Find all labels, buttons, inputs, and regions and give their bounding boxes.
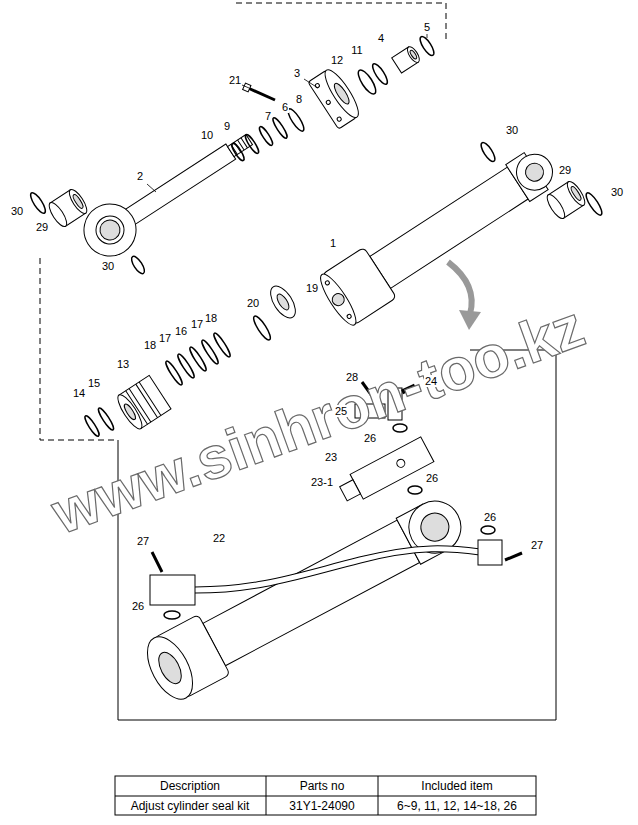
callout-number: 5 bbox=[423, 21, 431, 33]
direction-arrow bbox=[448, 262, 481, 330]
table-cell: 31Y1-24090 bbox=[289, 799, 354, 813]
callout-number: 30 bbox=[101, 260, 115, 272]
callout-number: 19 bbox=[305, 282, 319, 294]
callout-number: 27 bbox=[136, 535, 150, 547]
callout-number: 26 bbox=[425, 472, 439, 484]
callout-number: 30 bbox=[610, 186, 624, 198]
callout-number: 20 bbox=[246, 297, 260, 309]
callout-number: 3 bbox=[293, 67, 301, 79]
callout-number: 15 bbox=[87, 377, 101, 389]
callout-number: 27 bbox=[530, 539, 544, 551]
table-cell: 6~9, 11, 12, 14~18, 26 bbox=[397, 799, 517, 813]
callout-number: 8 bbox=[295, 93, 303, 105]
table-cell: Included item bbox=[421, 779, 492, 793]
callout-number: 9 bbox=[223, 120, 231, 132]
detail-frame bbox=[118, 350, 556, 720]
callout-number: 6 bbox=[281, 101, 289, 113]
callout-number: 13 bbox=[116, 358, 130, 370]
callout-number: 26 bbox=[131, 600, 145, 612]
callout-number: 18 bbox=[204, 312, 218, 324]
table-cell: Parts no bbox=[300, 779, 345, 793]
callout-number: 28 bbox=[345, 371, 359, 383]
callout-number: 24 bbox=[424, 375, 438, 387]
callout-number: 26 bbox=[483, 511, 497, 523]
rod-assembly bbox=[74, 45, 422, 266]
kit-table bbox=[115, 776, 536, 815]
callout-number: 26 bbox=[363, 432, 377, 444]
callout-number: 10 bbox=[200, 129, 214, 141]
callout-number: 11 bbox=[350, 44, 363, 56]
seal-rings bbox=[28, 35, 604, 276]
callout-number: 29 bbox=[35, 221, 49, 233]
callout-number: 14 bbox=[72, 387, 86, 399]
cylinder-tube bbox=[315, 137, 566, 329]
callout-number: 29 bbox=[558, 164, 572, 176]
table-cell: Adjust cylinder seal kit bbox=[131, 799, 250, 813]
leader-lines bbox=[147, 34, 427, 192]
callout-number: 7 bbox=[264, 110, 272, 122]
callout-number: 4 bbox=[377, 32, 385, 44]
callout-number: 18 bbox=[143, 339, 157, 351]
callout-number: 23-1 bbox=[310, 476, 334, 488]
callout-number: 23 bbox=[324, 451, 338, 463]
table-cell: Description bbox=[160, 779, 220, 793]
callout-number: 2 bbox=[136, 170, 144, 182]
watermark: www.sinhron-too.kz bbox=[45, 296, 592, 543]
callout-number: 16 bbox=[174, 325, 188, 337]
callout-number: 25 bbox=[334, 405, 348, 417]
callout-number: 30 bbox=[505, 124, 519, 136]
callout-number: 22 bbox=[212, 532, 226, 544]
callout-number: 17 bbox=[158, 332, 172, 344]
callout-number: 1 bbox=[329, 237, 337, 249]
callout-number: 30 bbox=[10, 205, 24, 217]
callout-number: 21 bbox=[228, 74, 242, 86]
callout-number: 12 bbox=[330, 54, 344, 66]
callout-number: 17 bbox=[190, 318, 204, 330]
